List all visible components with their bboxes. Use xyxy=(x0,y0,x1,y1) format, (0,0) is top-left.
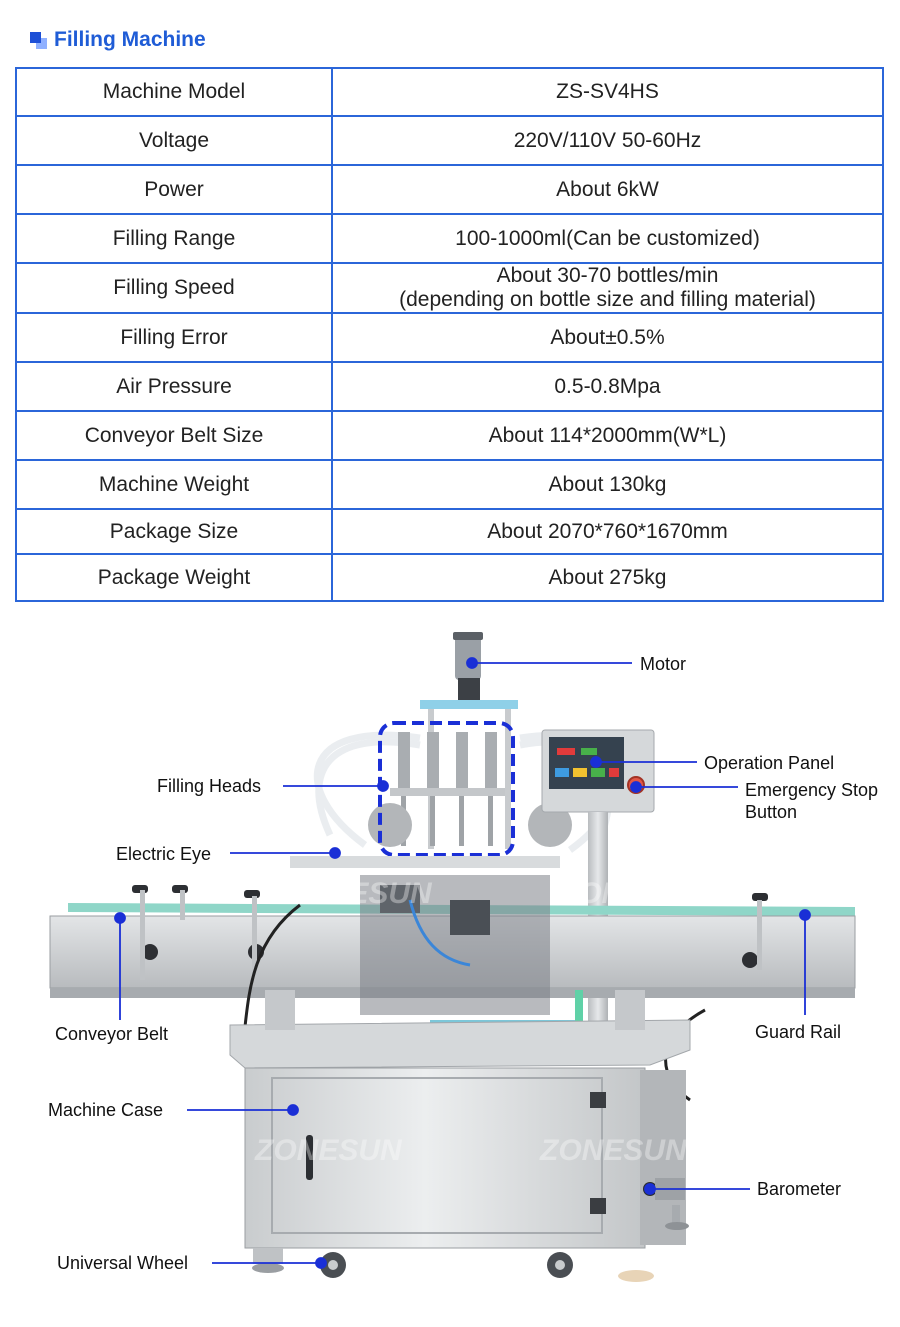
spec-value: 220V/110V 50-60Hz xyxy=(331,115,884,166)
filling-heads-pointer-dot xyxy=(377,780,389,792)
spec-value: About 275kg xyxy=(331,553,884,602)
operation-panel-device xyxy=(541,729,655,813)
callout-universal-wheel: Universal Wheel xyxy=(57,1253,189,1273)
svg-text:ZONESUN: ZONESUN xyxy=(559,877,708,910)
operation-panel-pointer-dot xyxy=(590,756,602,768)
spec-value: ZS-SV4HS xyxy=(331,67,884,117)
conveyor-belt-pointer-dot xyxy=(114,912,126,924)
table-row: Machine Model ZS-SV4HS xyxy=(15,67,884,117)
table-row: Filling Range 100-1000ml(Can be customiz… xyxy=(15,213,884,264)
spec-label: Air Pressure xyxy=(15,361,333,412)
table-row: Power About 6kW xyxy=(15,164,884,215)
table-row: Machine Weight About 130kg xyxy=(15,459,884,510)
guard-rail-pointer-dot xyxy=(799,909,811,921)
svg-text:ZONESUN: ZONESUN xyxy=(539,1134,688,1167)
spec-value: About 30-70 bottles/min (depending on bo… xyxy=(331,262,884,314)
table-row: Filling Speed About 30-70 bottles/min (d… xyxy=(15,262,884,314)
machine-case-body xyxy=(244,1067,686,1249)
motor-pointer-dot xyxy=(466,657,478,669)
spec-label: Voltage xyxy=(15,115,333,166)
spec-label: Machine Model xyxy=(15,67,333,117)
spec-value: About±0.5% xyxy=(331,312,884,363)
callout-barometer: Barometer xyxy=(757,1179,842,1199)
spec-label: Power xyxy=(15,164,333,215)
table-row: Filling Error About±0.5% xyxy=(15,312,884,363)
callout-emergency-stop-line1: Emergency Stop xyxy=(745,780,879,800)
callout-motor: Motor xyxy=(640,654,687,674)
filling-machine-illustration: ZONESUN ZONESUN ZONESUN ZONESUN xyxy=(49,632,856,1282)
spec-label: Machine Weight xyxy=(15,459,333,510)
spec-label: Package Size xyxy=(15,508,333,555)
callout-emergency-stop: Emergency Stop Button xyxy=(745,779,878,823)
spec-label: Package Weight xyxy=(15,553,333,602)
spec-value: 100-1000ml(Can be customized) xyxy=(331,213,884,264)
spec-value: About 130kg xyxy=(331,459,884,510)
spec-value: About 2070*760*1670mm xyxy=(331,508,884,555)
electric-eye-pointer-dot xyxy=(329,847,341,859)
table-row: Conveyor Belt Size About 114*2000mm(W*L) xyxy=(15,410,884,461)
spec-value-line1: About 30-70 bottles/min xyxy=(496,264,719,287)
machine-figure: ZONESUN ZONESUN ZONESUN ZONESUN Motor Op… xyxy=(0,620,900,1327)
spec-value: About 6kW xyxy=(331,164,884,215)
universal-wheel-pointer-dot xyxy=(315,1257,327,1269)
spec-label: Filling Error xyxy=(15,312,333,363)
table-row: Package Size About 2070*760*1670mm xyxy=(15,508,884,555)
watermark: ZONESUN ZONESUN ZONESUN ZONESUN xyxy=(254,877,708,1167)
callout-machine-case: Machine Case xyxy=(48,1100,164,1120)
svg-text:ZONESUN: ZONESUN xyxy=(254,1134,403,1167)
section-title: Filling Machine xyxy=(54,28,206,51)
barometer-pointer-dot xyxy=(644,1183,656,1195)
callout-leaders xyxy=(114,657,811,1269)
machine-case-pointer-dot xyxy=(287,1104,299,1116)
callout-emergency-stop-line2: Button xyxy=(745,802,798,822)
spec-label: Filling Range xyxy=(15,213,333,264)
motor xyxy=(453,632,483,702)
emergency-stop-pointer-dot xyxy=(630,781,642,793)
svg-text:ZONESUN: ZONESUN xyxy=(284,877,433,910)
spec-value-line2: (depending on bottle size and filling ma… xyxy=(399,288,816,311)
callout-conveyor-belt: Conveyor Belt xyxy=(55,1024,169,1044)
filling-heads-group xyxy=(390,732,505,846)
callout-guard-rail: Guard Rail xyxy=(755,1022,842,1042)
universal-wheels xyxy=(252,1205,689,1282)
table-row: Voltage 220V/110V 50-60Hz xyxy=(15,115,884,166)
table-row: Air Pressure 0.5-0.8Mpa xyxy=(15,361,884,412)
spec-value: About 114*2000mm(W*L) xyxy=(331,410,884,461)
spec-table: Machine Model ZS-SV4HS Voltage 220V/110V… xyxy=(15,67,884,602)
spec-value: 0.5-0.8Mpa xyxy=(331,361,884,412)
spec-label: Filling Speed xyxy=(15,262,333,314)
callout-electric-eye: Electric Eye xyxy=(116,844,212,864)
callout-filling-heads: Filling Heads xyxy=(157,776,262,796)
spec-label: Conveyor Belt Size xyxy=(15,410,333,461)
square-bullet-icon xyxy=(30,32,48,50)
table-row: Package Weight About 275kg xyxy=(15,553,884,602)
callout-operation-panel: Operation Panel xyxy=(704,753,835,773)
